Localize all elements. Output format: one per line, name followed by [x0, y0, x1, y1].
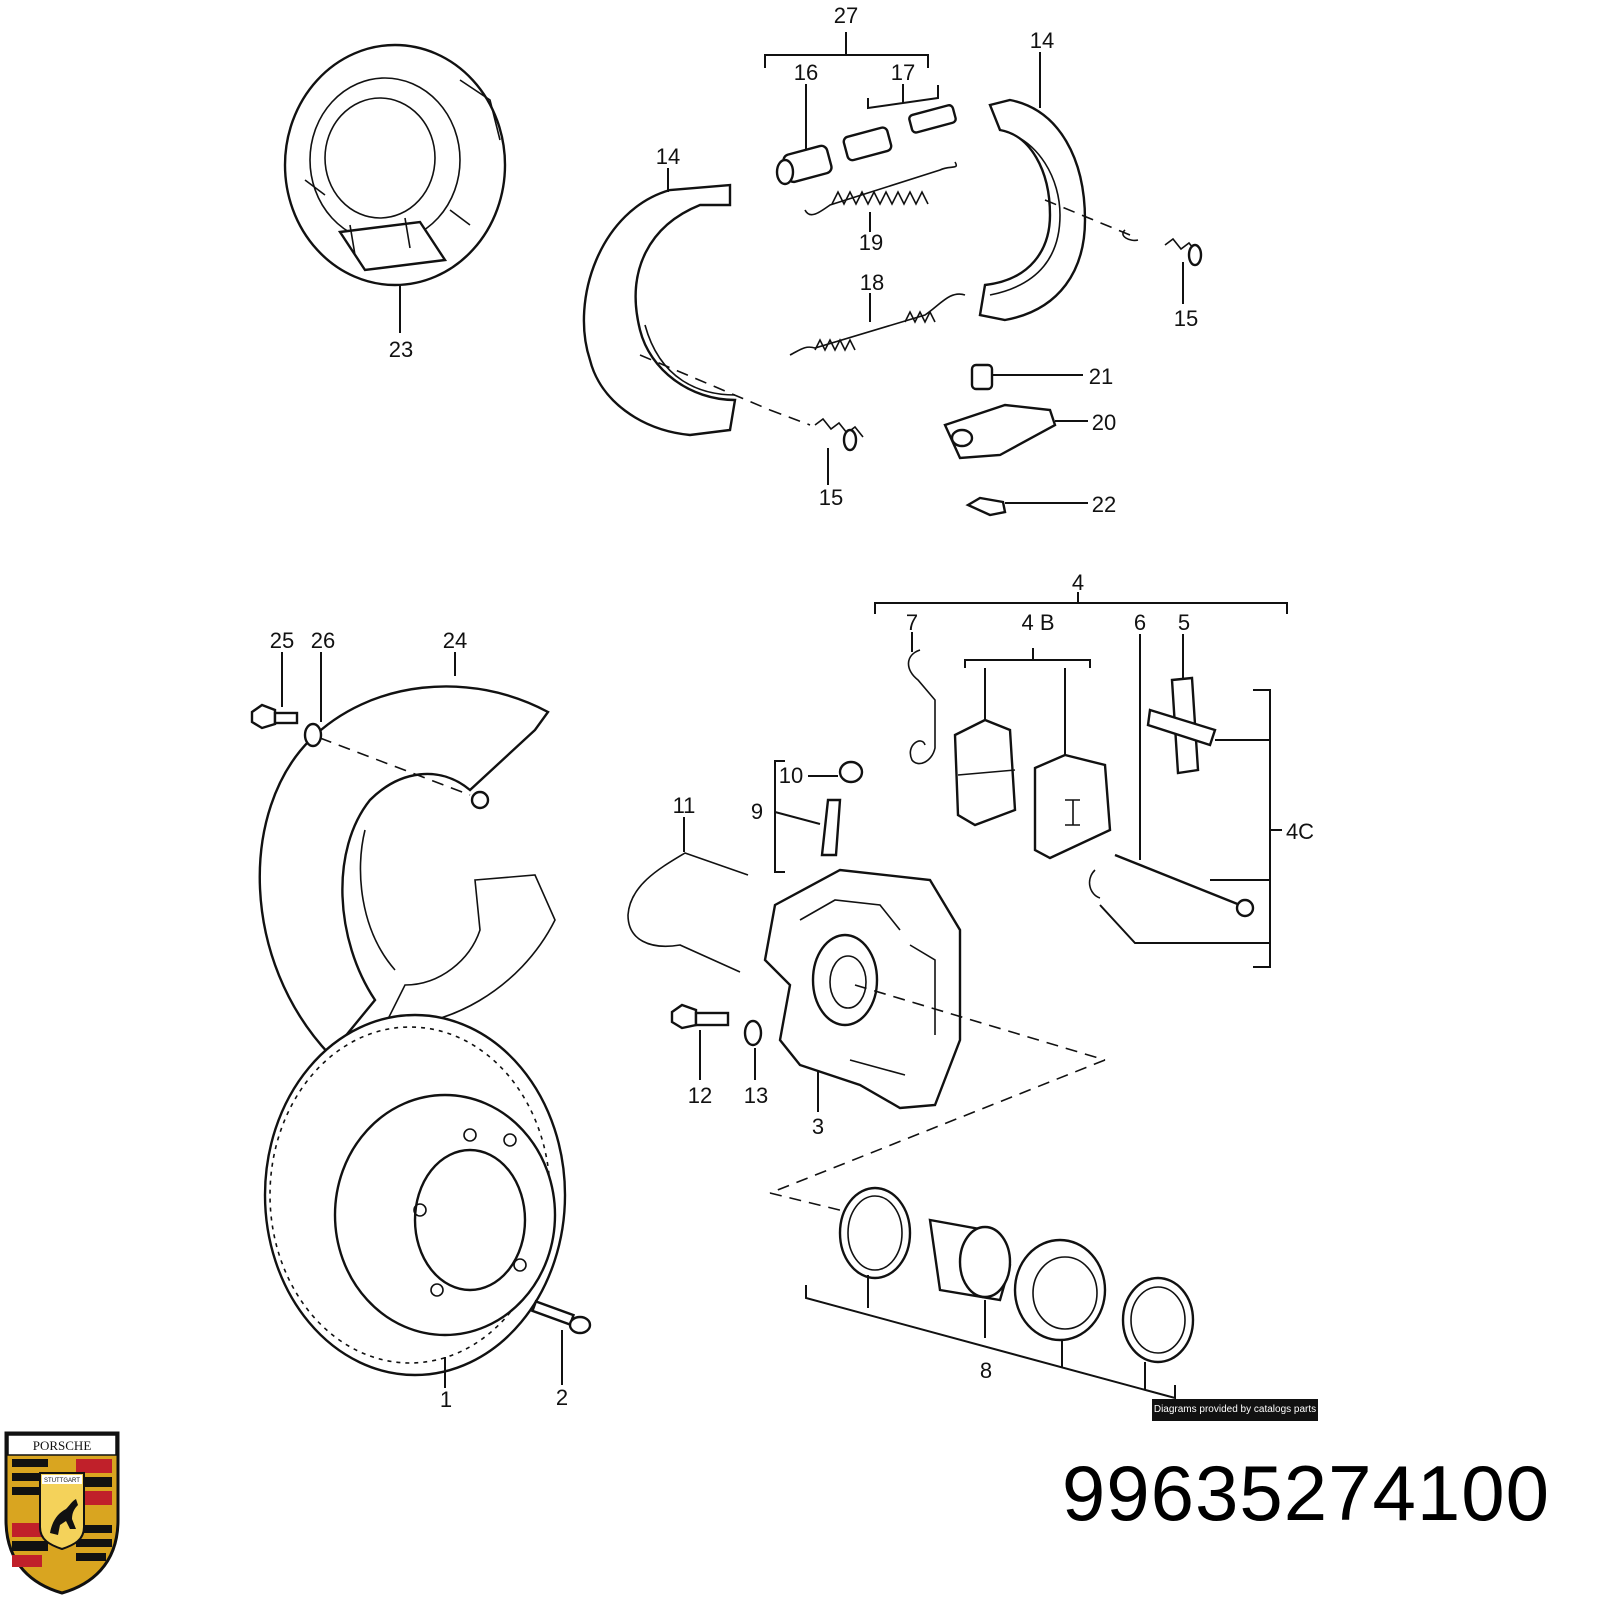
part-15-hold-down-spring-right [1122, 229, 1203, 267]
part-3-caliper [763, 868, 1106, 1216]
porsche-crest-logo: PORSCHE STUTTGART [4, 1431, 120, 1595]
part-16-adjuster-sleeve [775, 144, 833, 186]
part-24-dust-shield [258, 685, 556, 1057]
callout-8: 8 [980, 1358, 992, 1383]
callout-21: 21 [1089, 364, 1113, 389]
callout-4: 4 [1072, 570, 1084, 595]
callout-3: 3 [812, 1114, 824, 1139]
part-11-spring-clip [627, 852, 749, 973]
callout-14-right: 14 [1030, 28, 1054, 53]
callout-24: 24 [443, 628, 467, 653]
callout-18: 18 [860, 270, 884, 295]
callout-9: 9 [751, 799, 763, 824]
part-26-washer [303, 722, 323, 748]
callout-5: 5 [1178, 610, 1190, 635]
callout-13: 13 [744, 1083, 768, 1108]
part-15-hold-down-spring-left [769, 409, 864, 452]
callout-4b: 4 B [1021, 610, 1054, 635]
callout-14-left: 14 [656, 144, 680, 169]
part-12-bolt [670, 1003, 730, 1030]
part-25-bolt [250, 703, 299, 730]
callout-4c: 4C [1286, 819, 1314, 844]
callout-27: 27 [834, 3, 858, 28]
callout-2: 2 [556, 1385, 568, 1410]
part-13-washer [743, 1019, 763, 1047]
part-6-retaining-pin [1114, 853, 1255, 918]
logo-brand-text: PORSCHE [33, 1438, 92, 1453]
callout-26: 26 [311, 628, 335, 653]
callout-7: 7 [906, 610, 918, 635]
part-22-clip [965, 496, 1007, 517]
callout-15-right: 15 [1174, 306, 1198, 331]
part-8-piston-seal-kit [838, 1186, 1195, 1364]
callout-17: 17 [891, 60, 915, 85]
callout-20: 20 [1092, 410, 1116, 435]
callout-23: 23 [389, 337, 413, 362]
callout-10: 10 [779, 763, 803, 788]
part-19-spring [804, 161, 958, 216]
part-2-screw [530, 1299, 592, 1335]
part-number: 99635274100 [1061, 1449, 1550, 1537]
callout-12: 12 [688, 1083, 712, 1108]
part-21-pin [970, 363, 994, 391]
part-23-backing-plate [283, 43, 507, 287]
part-20-lever [943, 403, 1057, 460]
callout-15-left: 15 [819, 485, 843, 510]
part-9-bleeder-valve [820, 798, 842, 857]
part-18-spring [789, 293, 966, 356]
logo-city-text: STUTTGART [44, 1478, 80, 1484]
callout-6: 6 [1134, 610, 1146, 635]
part-14-brake-shoe-right [978, 98, 1087, 322]
callout-19: 19 [859, 230, 883, 255]
callout-25: 25 [270, 628, 294, 653]
callout-1: 1 [440, 1387, 452, 1412]
part-10-dust-cap [838, 760, 864, 784]
callout-22: 22 [1092, 492, 1116, 517]
callout-11: 11 [673, 793, 696, 818]
part-14-brake-shoe-left [582, 183, 771, 437]
part-17-adjuster-screw [842, 104, 957, 162]
part-1-brake-disc [263, 1013, 567, 1377]
part-4b-brake-pad-left [953, 718, 1017, 827]
part-5-anti-rattle-spring [1146, 676, 1217, 775]
callout-16: 16 [794, 60, 818, 85]
part-4b-brake-pad-right [1033, 753, 1112, 860]
diagram-credit: Diagrams provided by catalogs parts [1152, 1399, 1318, 1421]
part-7-retaining-spring [907, 649, 936, 765]
